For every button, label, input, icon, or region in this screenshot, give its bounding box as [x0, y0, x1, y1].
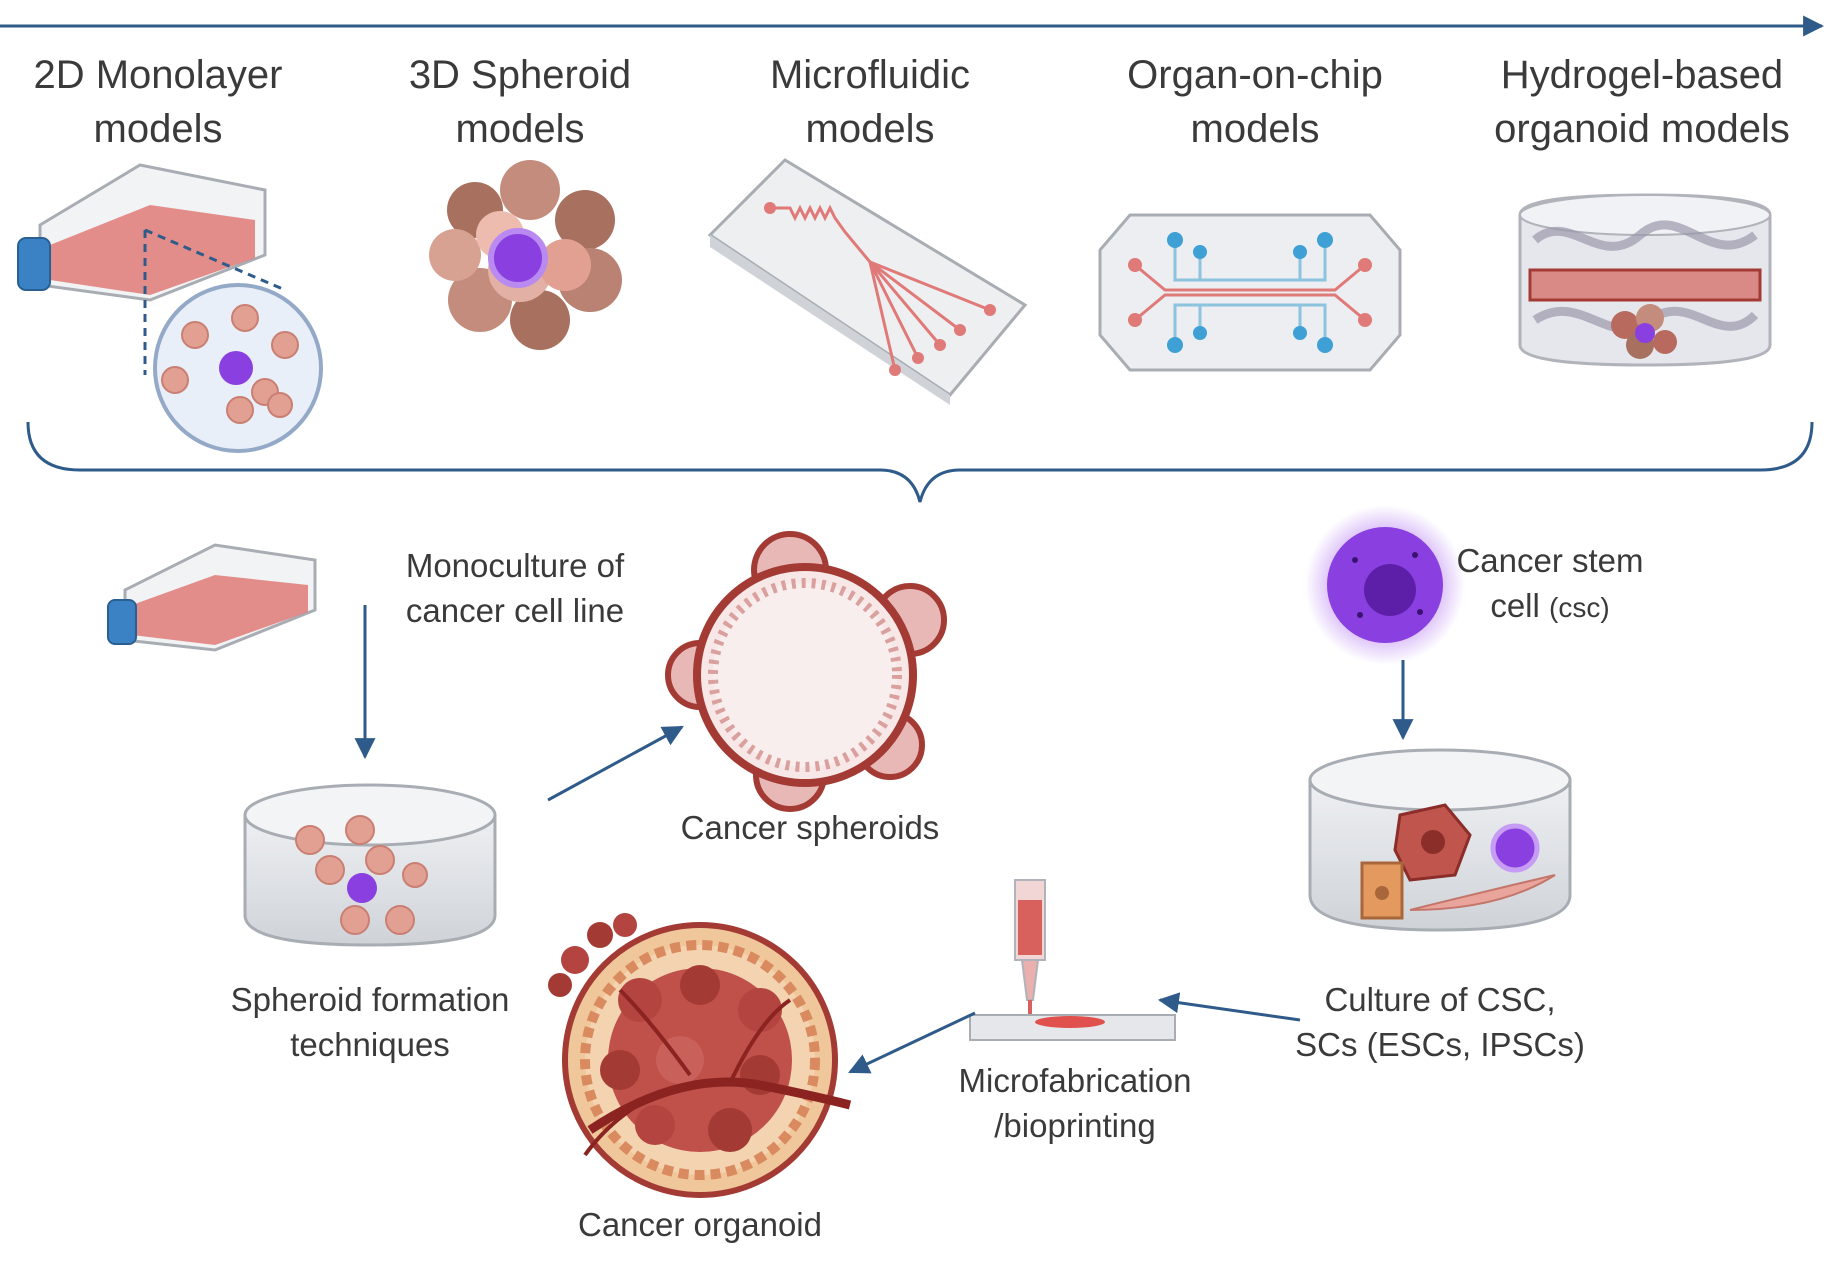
- organ-on-chip-icon: [1098, 213, 1402, 372]
- cancer-organoid-icon: [548, 913, 852, 1198]
- cancer-spheroid-icon: [665, 531, 947, 812]
- label-2d-monolayer-line2: models: [93, 107, 223, 151]
- label-cancer-spheroids-text: Cancer spheroids: [680, 809, 940, 846]
- label-microfabrication: Microfabrication /bioprinting: [930, 1058, 1220, 1148]
- label-spheroid-formation-line1: Spheroid formation: [230, 981, 510, 1018]
- label-cancer-organoid-text: Cancer organoid: [578, 1206, 822, 1243]
- stem-cell-culture-dish-icon: [1308, 748, 1572, 932]
- label-hydrogel-organoid-line2: organoid models: [1494, 107, 1790, 151]
- hydrogel-organoid-icon: [1518, 193, 1772, 367]
- arrow-culture-to-bioprinting: [1157, 992, 1301, 1022]
- label-cancer-stem-cell: Cancer stem cell (csc): [1440, 538, 1660, 630]
- label-microfluidic: Microfluidic models: [680, 48, 1060, 156]
- label-culture-line1: Culture of CSC,: [1324, 981, 1556, 1018]
- label-cancer-stem-cell-line2: cell (csc): [1440, 583, 1660, 630]
- label-spheroid-formation-line2: techniques: [290, 1026, 450, 1063]
- label-hydrogel-organoid-line1: Hydrogel-based: [1500, 53, 1784, 97]
- label-3d-spheroid-line1: 3D Spheroid: [408, 53, 632, 97]
- label-3d-spheroid: 3D Spheroid models: [330, 48, 710, 156]
- microfluidic-chip-icon: [707, 158, 1028, 405]
- bioprinter-icon: [969, 879, 1176, 1041]
- petri-dish-icon: [153, 283, 323, 453]
- label-spheroid-formation: Spheroid formation techniques: [205, 977, 535, 1067]
- label-culture: Culture of CSC, SCs (ESCs, IPSCs): [1290, 977, 1590, 1067]
- label-cancer-organoid: Cancer organoid: [560, 1202, 840, 1247]
- label-cancer-spheroids: Cancer spheroids: [660, 805, 960, 850]
- label-monoculture: Monoculture of cancer cell line: [365, 543, 665, 633]
- label-organ-on-chip-line1: Organ-on-chip: [1127, 53, 1383, 97]
- arrow-formation-to-spheroids: [547, 725, 684, 802]
- label-microfabrication-line2: /bioprinting: [994, 1107, 1156, 1144]
- label-3d-spheroid-line2: models: [455, 107, 585, 151]
- flask-2d-icon: [17, 163, 286, 375]
- label-monoculture-line1: Monoculture of: [405, 547, 625, 584]
- label-cancer-stem-cell-main: cell: [1490, 587, 1540, 624]
- label-cancer-stem-cell-line1: Cancer stem: [1456, 542, 1644, 579]
- spheroid-3d-icon: [429, 160, 622, 350]
- culture-flask-icon: [107, 543, 317, 652]
- label-microfluidic-line2: models: [805, 107, 935, 151]
- label-organ-on-chip: Organ-on-chip models: [1065, 48, 1445, 156]
- label-2d-monolayer-line1: 2D Monolayer: [33, 53, 283, 97]
- label-microfluidic-line1: Microfluidic: [769, 53, 971, 97]
- spheroid-formation-dish-icon: [243, 783, 497, 947]
- label-organ-on-chip-line2: models: [1190, 107, 1320, 151]
- cancer-stem-cell-icon: [1305, 505, 1465, 665]
- label-culture-line2: SCs (ESCs, IPSCs): [1295, 1026, 1585, 1063]
- label-monoculture-line2: cancer cell line: [405, 592, 625, 629]
- label-microfabrication-line1: Microfabrication: [958, 1062, 1192, 1099]
- label-hydrogel-organoid: Hydrogel-based organoid models: [1452, 48, 1832, 156]
- label-cancer-stem-cell-abbrev: (csc): [1549, 592, 1610, 623]
- label-2d-monolayer: 2D Monolayer models: [0, 48, 348, 156]
- grouping-brace: [26, 421, 1814, 503]
- arrow-bioprinting-to-organoid: [848, 1011, 976, 1074]
